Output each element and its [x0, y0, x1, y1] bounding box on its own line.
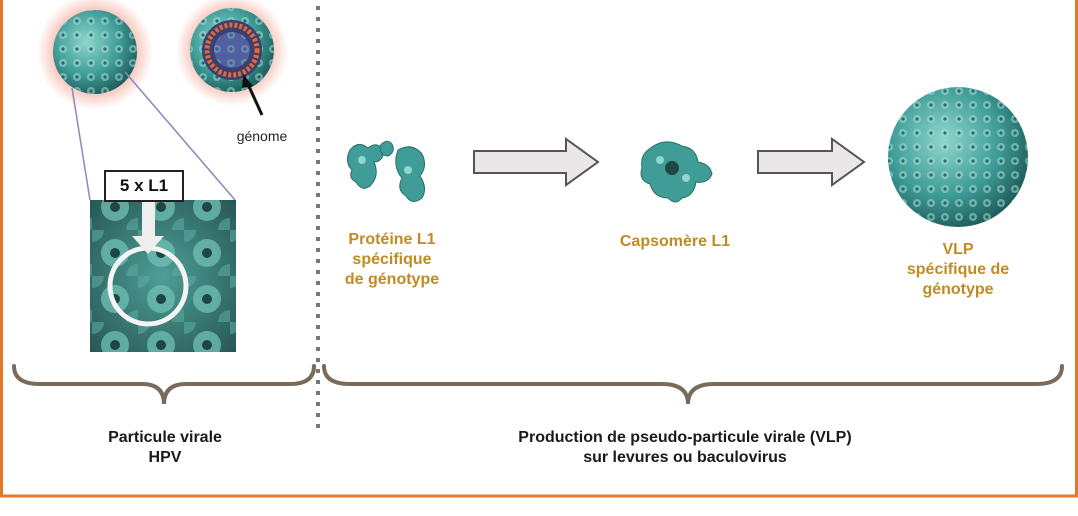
genome-label: génome	[236, 128, 288, 144]
genome-pointer-head	[242, 74, 253, 88]
brace-right	[322, 364, 1064, 405]
l1-protein-icon	[346, 140, 426, 202]
vlp-sphere-icon	[888, 87, 1028, 227]
outer-frame	[0, 0, 1078, 498]
genome-pointer-arrow	[245, 81, 264, 116]
hpv-particle-icon	[37, 0, 153, 110]
capsomere-l1-label: Capsomère L1	[619, 233, 731, 250]
capsomere-icon	[640, 141, 713, 203]
capsomere-zoom-image	[90, 200, 236, 352]
brace-left	[12, 364, 316, 405]
hpv-cross-section-icon	[176, 0, 288, 106]
process-arrow-1	[473, 137, 600, 187]
five-l1-label: 5 x L1	[104, 170, 184, 202]
vlp-production-caption: Production de pseudo-particule virale (V…	[518, 429, 852, 466]
hpv-particle-caption: Particule virale HPV	[108, 429, 222, 466]
process-arrow-2	[757, 137, 866, 187]
vlp-label: VLP spécifique de génotype	[906, 241, 1010, 298]
zoom-line-right	[124, 71, 236, 201]
zoom-line-left	[71, 87, 91, 201]
protein-l1-label: Protéine L1 spécifique de génotype	[344, 231, 440, 288]
